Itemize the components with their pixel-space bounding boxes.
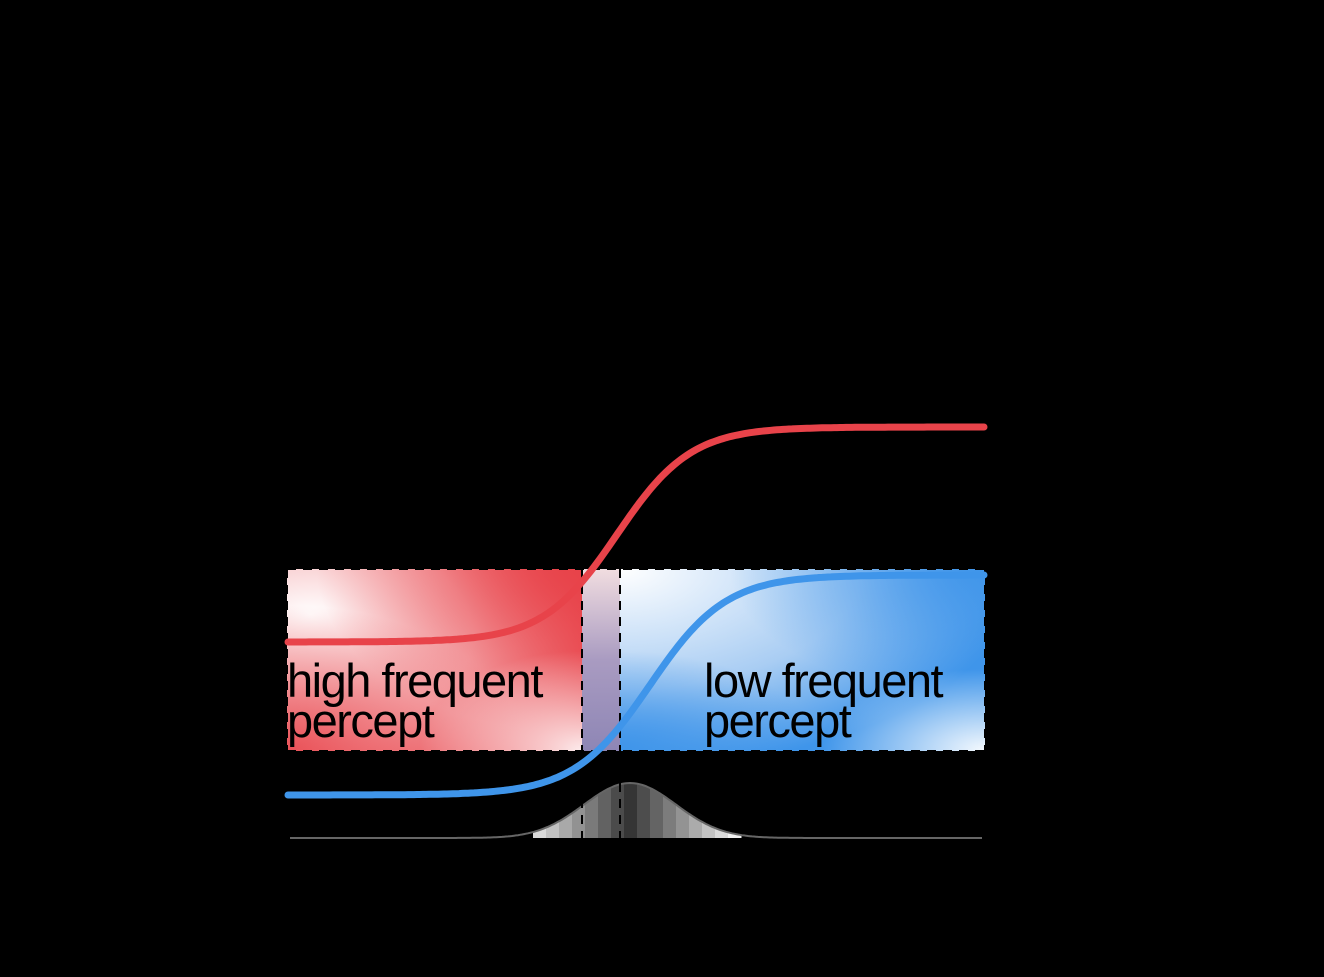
distribution-step xyxy=(585,783,599,838)
low-frequent-label-line1: low frequent xyxy=(704,654,943,707)
overlap-region xyxy=(582,569,620,751)
distribution-step xyxy=(598,783,612,838)
distribution-step xyxy=(689,783,703,838)
distribution-step xyxy=(559,783,573,838)
low-frequent-label-line2: percept xyxy=(704,694,852,747)
distribution-step xyxy=(624,783,638,838)
stimulus-distribution xyxy=(290,781,982,839)
low-frequent-region xyxy=(620,569,985,751)
distribution-step xyxy=(728,783,742,838)
distribution-step xyxy=(611,783,625,838)
high-frequency-response-curve xyxy=(284,423,988,646)
distribution-step xyxy=(637,783,651,838)
high-frequent-label-line2: percept xyxy=(287,694,435,747)
high-frequent-label-line1: high frequent xyxy=(287,654,543,707)
distribution-step xyxy=(650,783,664,838)
low-frequency-response-curve xyxy=(284,571,988,799)
distribution-step xyxy=(676,783,690,838)
high-frequent-region xyxy=(287,569,582,751)
